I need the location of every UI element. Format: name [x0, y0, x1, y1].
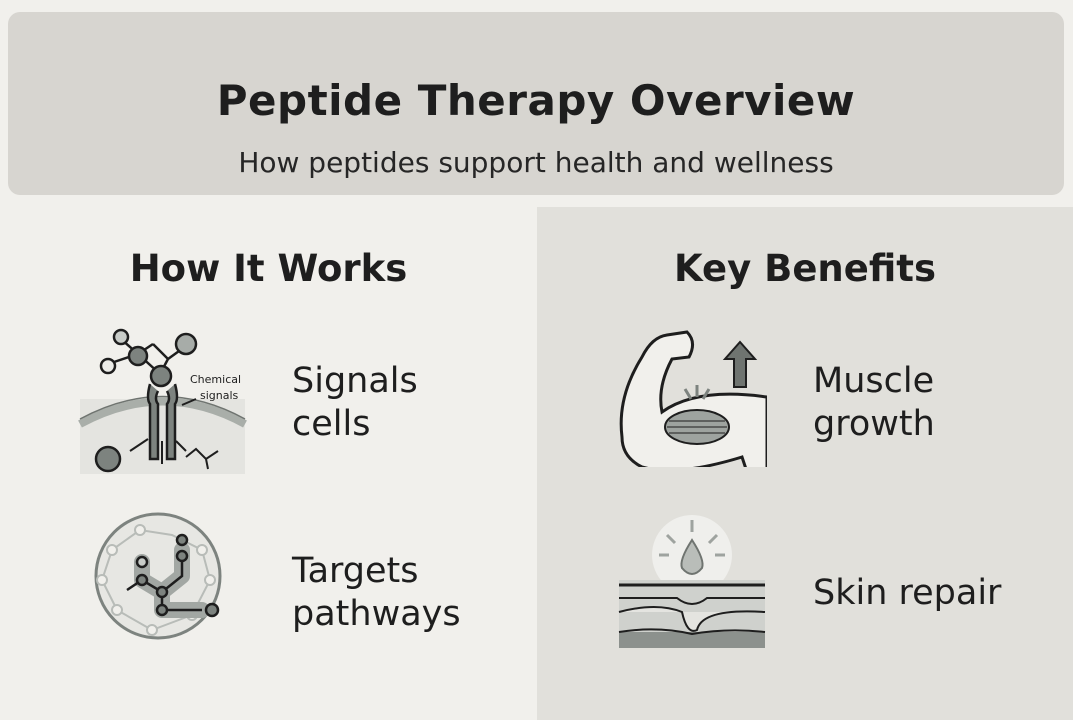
page-title: Peptide Therapy Overview	[216, 76, 856, 125]
key-benefits-heading: Key Benefits	[674, 247, 936, 290]
cell-receptor-icon: Chemical signals	[78, 328, 247, 474]
flexed-arm-icon	[619, 330, 767, 467]
pathway-network-icon	[94, 512, 222, 640]
item-label-line: cells	[292, 404, 371, 444]
icon-caption: Chemical	[190, 373, 241, 386]
item-label: Muscle growth	[813, 360, 935, 446]
item-skin-repair: Skin repair	[537, 502, 1073, 652]
item-label-line: pathways	[292, 594, 461, 634]
page-subtitle: How peptides support health and wellness	[238, 146, 834, 179]
skin-layers-droplet-icon	[618, 515, 766, 648]
item-signals-cells: Chemical signals Signals cells	[0, 307, 537, 477]
item-label-line: Targets	[292, 551, 419, 591]
key-benefits-panel: Key Benefits Muscle growth Skin repair	[537, 207, 1073, 720]
item-label: Skin repair	[813, 572, 1001, 615]
how-it-works-heading: How It Works	[129, 247, 408, 290]
item-label-line: Skin repair	[813, 573, 1002, 613]
item-label: Signals cells	[292, 360, 418, 446]
item-label-line: Signals	[292, 361, 418, 401]
icon-caption: signals	[200, 389, 239, 402]
item-label: Targets pathways	[292, 550, 461, 636]
item-muscle-growth: Muscle growth	[537, 307, 1073, 477]
how-it-works-panel: How It Works Chemical signals	[0, 207, 537, 720]
item-targets-pathways: Targets pathways	[0, 502, 537, 652]
item-label-line: Muscle	[813, 361, 935, 401]
header-banner: Peptide Therapy Overview How peptides su…	[8, 12, 1064, 195]
item-label-line: growth	[813, 404, 935, 444]
